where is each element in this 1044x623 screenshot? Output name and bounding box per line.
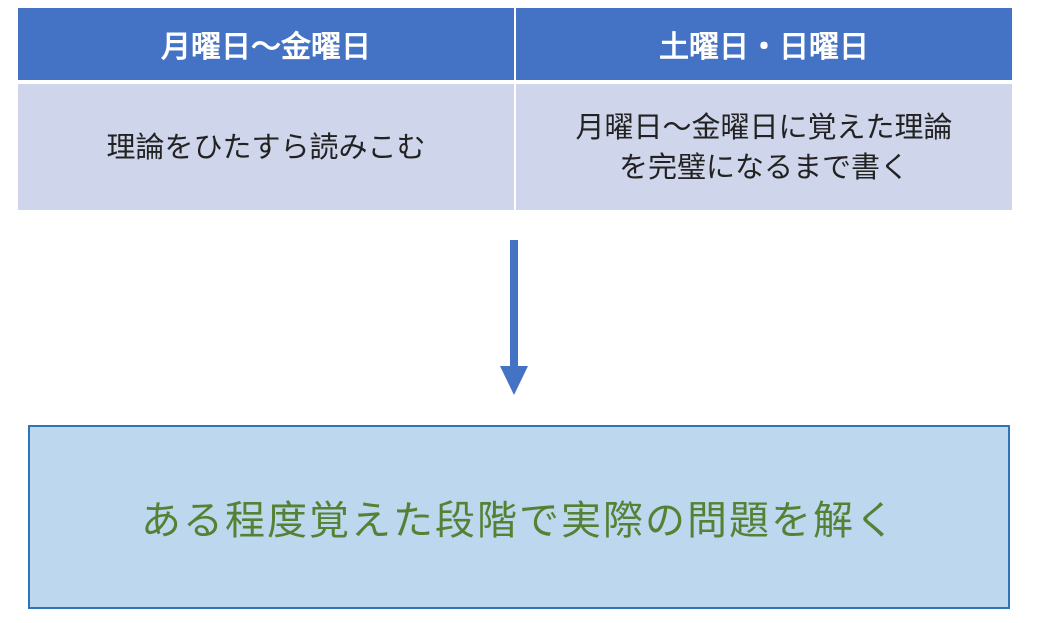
header-weekdays: 月曜日～金曜日 — [18, 8, 516, 83]
down-arrow-icon — [500, 240, 528, 395]
result-text: ある程度覚えた段階で実際の問題を解く — [141, 498, 897, 544]
weekend-task-line-1: 月曜日～金曜日に覚えた理論 — [575, 110, 953, 145]
weekday-task-text: 理論をひたすら読みこむ — [106, 130, 426, 165]
down-arrow-shaft — [510, 240, 518, 368]
header-weekend: 土曜日・日曜日 — [515, 8, 1012, 83]
weekend-task-line-2: を完璧になるまで書く — [618, 150, 909, 185]
result-box: ある程度覚えた段階で実際の問題を解く — [28, 425, 1010, 609]
schedule-table: 月曜日～金曜日 土曜日・日曜日 理論をひたすら読みこむ 月曜日～金曜日に覚えた理… — [18, 8, 1012, 210]
task-row: 理論をひたすら読みこむ 月曜日～金曜日に覚えた理論 を完璧になるまで書く — [18, 80, 1012, 210]
weekend-task-cell: 月曜日～金曜日に覚えた理論 を完璧になるまで書く — [515, 80, 1012, 210]
header-row: 月曜日～金曜日 土曜日・日曜日 — [18, 8, 1012, 83]
weekday-task-cell: 理論をひたすら読みこむ — [18, 80, 516, 210]
down-arrow-head — [500, 366, 528, 395]
